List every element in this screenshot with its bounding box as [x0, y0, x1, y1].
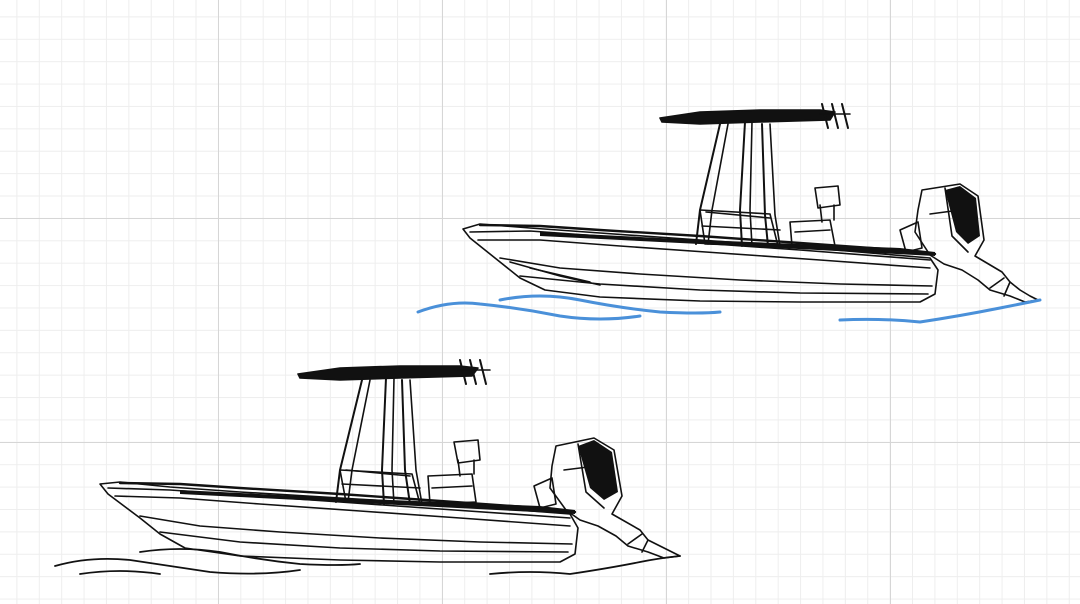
t-top-canopy — [297, 365, 479, 381]
outboard-engine — [549, 437, 681, 559]
waves-blue — [416, 294, 1042, 324]
t-top-canopy — [659, 109, 836, 125]
waves-black — [54, 548, 681, 575]
leaning-post — [427, 473, 477, 505]
hull-outline — [462, 223, 939, 303]
hull-outline — [99, 481, 579, 563]
